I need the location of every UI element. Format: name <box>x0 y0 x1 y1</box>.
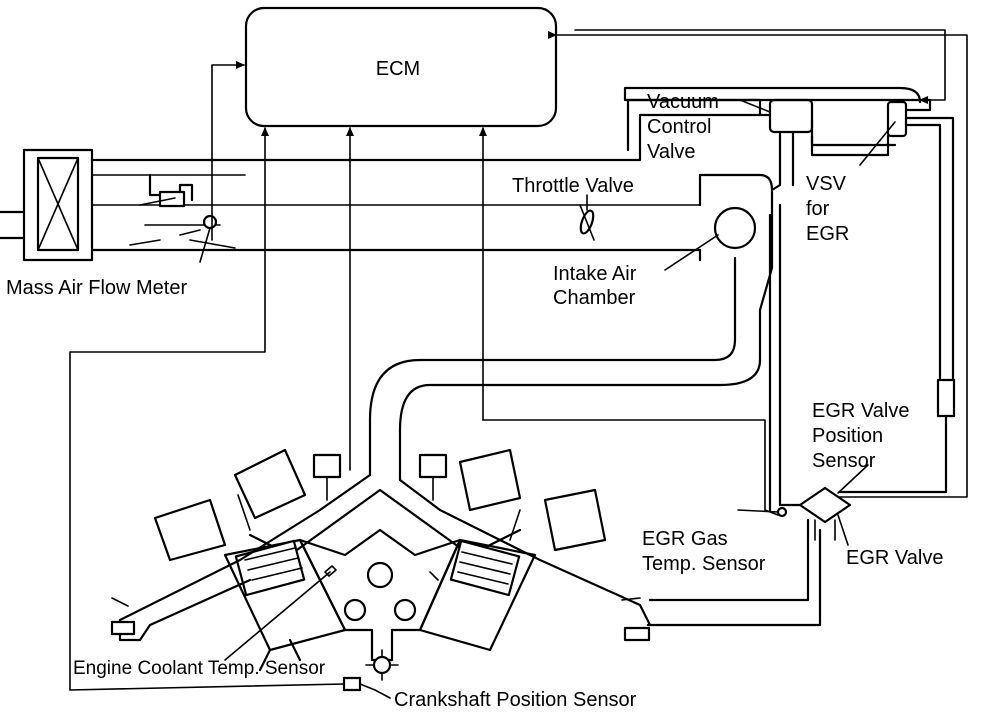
crankshaft-position-sensor-label: Crankshaft Position Sensor <box>394 689 637 711</box>
egr-piping <box>646 203 956 627</box>
ecm-label: ECM <box>376 58 420 80</box>
intake-air-chamber-label-1: Intake Air <box>553 263 637 285</box>
maf-label: Mass Air Flow Meter <box>6 277 187 299</box>
vacuum-control-valve-label-1: Vacuum <box>647 91 719 113</box>
egr-valve-label: EGR Valve <box>846 547 943 569</box>
air-intake-duct <box>0 148 702 262</box>
leader-egr-valve <box>837 514 849 546</box>
leader-egr-valve-position <box>837 464 869 494</box>
egr-valve <box>776 486 852 541</box>
leader-vsv <box>859 121 896 166</box>
egr-valve-position-sensor-label-1: EGR Valve <box>812 400 909 422</box>
egr-gas-temp-sensor-label-2: Temp. Sensor <box>642 553 766 575</box>
crankshaft-position-sensor <box>69 649 399 699</box>
vsv-label-1: VSV <box>806 173 847 195</box>
mass-air-flow-meter <box>129 173 236 249</box>
vsv-label-3: EGR <box>806 223 849 245</box>
leader-egr-gas-temp <box>737 509 779 513</box>
engine-coolant-temp-sensor-label: Engine Coolant Temp. Sensor <box>73 658 326 679</box>
egr-valve-position-sensor-label-3: Sensor <box>812 450 876 472</box>
ecm-wiring <box>69 29 968 691</box>
vacuum-control-valve-label-2: Control <box>647 116 711 138</box>
throttle-valve <box>579 204 595 241</box>
leader-intake-air-chamber <box>664 234 719 271</box>
intake-air-chamber <box>368 173 774 482</box>
vsv-label-2: for <box>806 198 830 220</box>
vsv-for-egr <box>623 86 955 402</box>
ecm-box <box>244 6 558 128</box>
engine-block <box>110 448 652 672</box>
leader-vacuum-control-valve <box>739 99 771 113</box>
throttle-valve-label: Throttle Valve <box>512 175 634 197</box>
vacuum-control-valve-label-3: Valve <box>647 141 696 163</box>
egr-gas-temp-sensor-label-1: EGR Gas <box>642 528 728 550</box>
leader-maf <box>199 227 211 263</box>
intake-air-chamber-label-2: Chamber <box>553 287 636 309</box>
egr-valve-position-sensor-label-2: Position <box>812 425 883 447</box>
coolant-temp-sensor <box>224 565 439 661</box>
